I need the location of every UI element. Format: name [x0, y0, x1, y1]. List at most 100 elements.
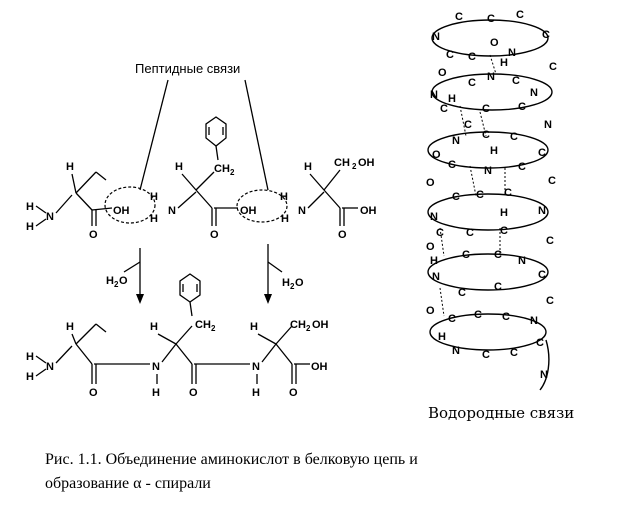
- svg-text:N: N: [540, 369, 548, 381]
- svg-text:C: C: [462, 249, 470, 261]
- caption-line-1: Рис. 1.1. Объединение аминокислот в белк…: [45, 451, 418, 468]
- svg-text:C: C: [476, 189, 484, 201]
- svg-text:O: O: [426, 241, 435, 253]
- svg-text:C: C: [448, 159, 456, 171]
- svg-text:O: O: [490, 37, 499, 49]
- svg-text:H: H: [500, 57, 508, 69]
- atom-h: H: [26, 201, 34, 213]
- svg-text:N: N: [484, 165, 492, 177]
- atom-ch2: CH: [214, 163, 230, 175]
- atom-oh: OH: [113, 205, 130, 217]
- atom-ch2oh: CH: [334, 157, 350, 169]
- svg-text:O: O: [426, 305, 435, 317]
- atom-h: H: [281, 213, 289, 225]
- svg-text:H: H: [430, 255, 438, 267]
- svg-text:N: N: [530, 315, 538, 327]
- atom-h: H: [175, 161, 183, 173]
- svg-text:H: H: [438, 331, 446, 343]
- atom-o: O: [210, 229, 219, 241]
- svg-text:C: C: [466, 227, 474, 239]
- svg-text:N: N: [518, 255, 526, 267]
- svg-text:N: N: [152, 361, 160, 373]
- helix-turn: [427, 193, 549, 231]
- peptide-bonds-label: Пептидные связи: [135, 61, 240, 76]
- svg-text:O: O: [119, 275, 128, 287]
- svg-text:H: H: [150, 321, 158, 333]
- amino-acid-serine: H H N H CH 2 OH O OH: [280, 157, 377, 241]
- svg-text:C: C: [546, 295, 554, 307]
- figure-caption: Рис. 1.1. Объединение аминокислот в белк…: [45, 448, 605, 496]
- svg-text:C: C: [510, 131, 518, 143]
- svg-text:C: C: [440, 103, 448, 115]
- svg-text:N: N: [430, 89, 438, 101]
- svg-text:O: O: [438, 67, 447, 79]
- water-elimination-zone-1: [104, 186, 156, 224]
- atom-h: H: [280, 191, 288, 203]
- svg-text:H: H: [106, 275, 114, 287]
- svg-text:H: H: [500, 207, 508, 219]
- svg-text:C: C: [518, 101, 526, 113]
- helix-turn: [427, 131, 549, 169]
- svg-text:C: C: [474, 309, 482, 321]
- svg-text:C: C: [538, 147, 546, 159]
- svg-text:H: H: [252, 387, 260, 399]
- svg-text:2: 2: [306, 324, 311, 333]
- svg-text:C: C: [458, 287, 466, 299]
- atom-h: H: [66, 161, 74, 173]
- svg-text:C: C: [482, 103, 490, 115]
- svg-text:C: C: [464, 119, 472, 131]
- svg-text:2: 2: [290, 282, 295, 291]
- svg-text:H: H: [250, 321, 258, 333]
- atom-h: H: [150, 191, 158, 203]
- svg-text:CH: CH: [290, 319, 306, 331]
- svg-text:H: H: [448, 93, 456, 105]
- svg-text:N: N: [452, 135, 460, 147]
- alpha-helix: [427, 19, 553, 391]
- caption-line-2: образование α - спирали: [45, 475, 211, 492]
- svg-text:C: C: [494, 249, 502, 261]
- svg-text:H: H: [26, 371, 34, 383]
- svg-text:2: 2: [211, 324, 216, 333]
- svg-text:C: C: [518, 161, 526, 173]
- svg-text:C: C: [512, 75, 520, 87]
- svg-text:C: C: [455, 11, 463, 23]
- svg-text:N: N: [432, 271, 440, 283]
- svg-text:C: C: [502, 311, 510, 323]
- atom-h: H: [304, 161, 312, 173]
- svg-text:N: N: [487, 71, 495, 83]
- svg-text:2: 2: [352, 162, 357, 171]
- svg-text:C: C: [548, 175, 556, 187]
- svg-text:O: O: [189, 387, 198, 399]
- svg-text:C: C: [546, 235, 554, 247]
- helix-atoms: C C C N O C C C N H C O C C N N N H C C …: [426, 9, 557, 381]
- svg-text:C: C: [468, 51, 476, 63]
- svg-text:O: O: [295, 277, 304, 289]
- svg-text:N: N: [530, 87, 538, 99]
- svg-text:H: H: [490, 145, 498, 157]
- atom-n: N: [46, 211, 54, 223]
- svg-text:C: C: [536, 337, 544, 349]
- svg-text:C: C: [500, 225, 508, 237]
- svg-text:C: C: [448, 313, 456, 325]
- svg-text:2: 2: [230, 168, 235, 177]
- svg-text:N: N: [508, 47, 516, 59]
- arrow-water-1: H 2 O: [106, 248, 144, 304]
- svg-text:CH: CH: [195, 319, 211, 331]
- svg-text:C: C: [549, 61, 557, 73]
- helix-turn: [429, 313, 547, 351]
- hydrogen-bonds-label: Водородные связи: [428, 404, 574, 422]
- pointer-line-right: [244, 79, 269, 191]
- arrow-water-2: H 2 O: [264, 244, 304, 304]
- atom-oh: OH: [240, 205, 257, 217]
- atom-n: N: [298, 205, 306, 217]
- svg-text:C: C: [538, 269, 546, 281]
- helix-turn: [431, 73, 553, 111]
- atom-h: H: [26, 221, 34, 233]
- svg-text:O: O: [426, 177, 435, 189]
- benzene-ring: [179, 273, 201, 303]
- svg-text:N: N: [252, 361, 260, 373]
- svg-text:C: C: [494, 281, 502, 293]
- svg-text:C: C: [542, 29, 550, 41]
